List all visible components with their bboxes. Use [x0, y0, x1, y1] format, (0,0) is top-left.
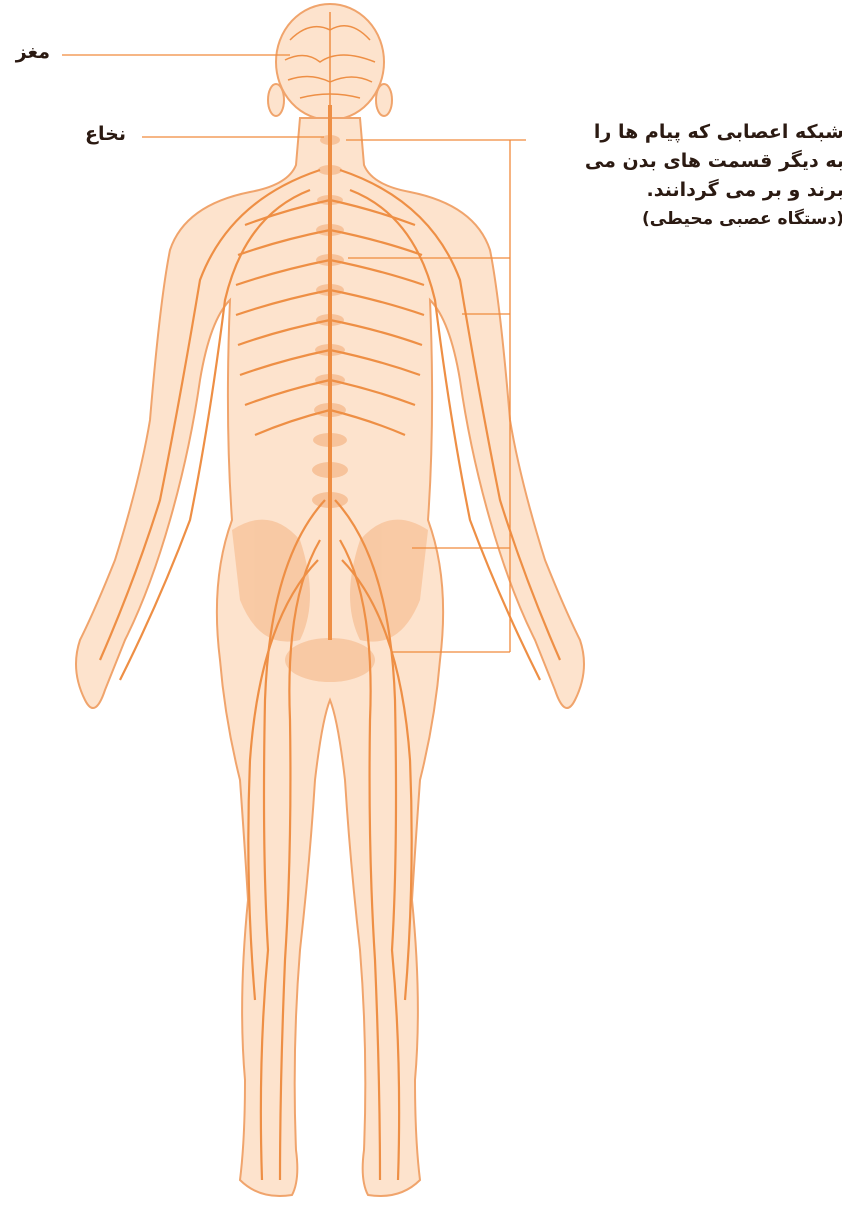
pns-label-line-4: (دستگاه عصبی محیطی)	[524, 205, 842, 234]
pns-label-line-1: شبکه اعصابی که پیام ها را	[524, 118, 842, 147]
spinal-cord-label: نخاع	[85, 120, 126, 149]
pns-label-line-2: به دیگر قسمت های بدن می	[524, 147, 842, 176]
pns-label-line-3: برند و بر می گردانند.	[524, 176, 842, 205]
peripheral-nervous-system-label: شبکه اعصابی که پیام ها را به دیگر قسمت ه…	[524, 118, 842, 234]
brain-label: مغز	[16, 38, 50, 67]
